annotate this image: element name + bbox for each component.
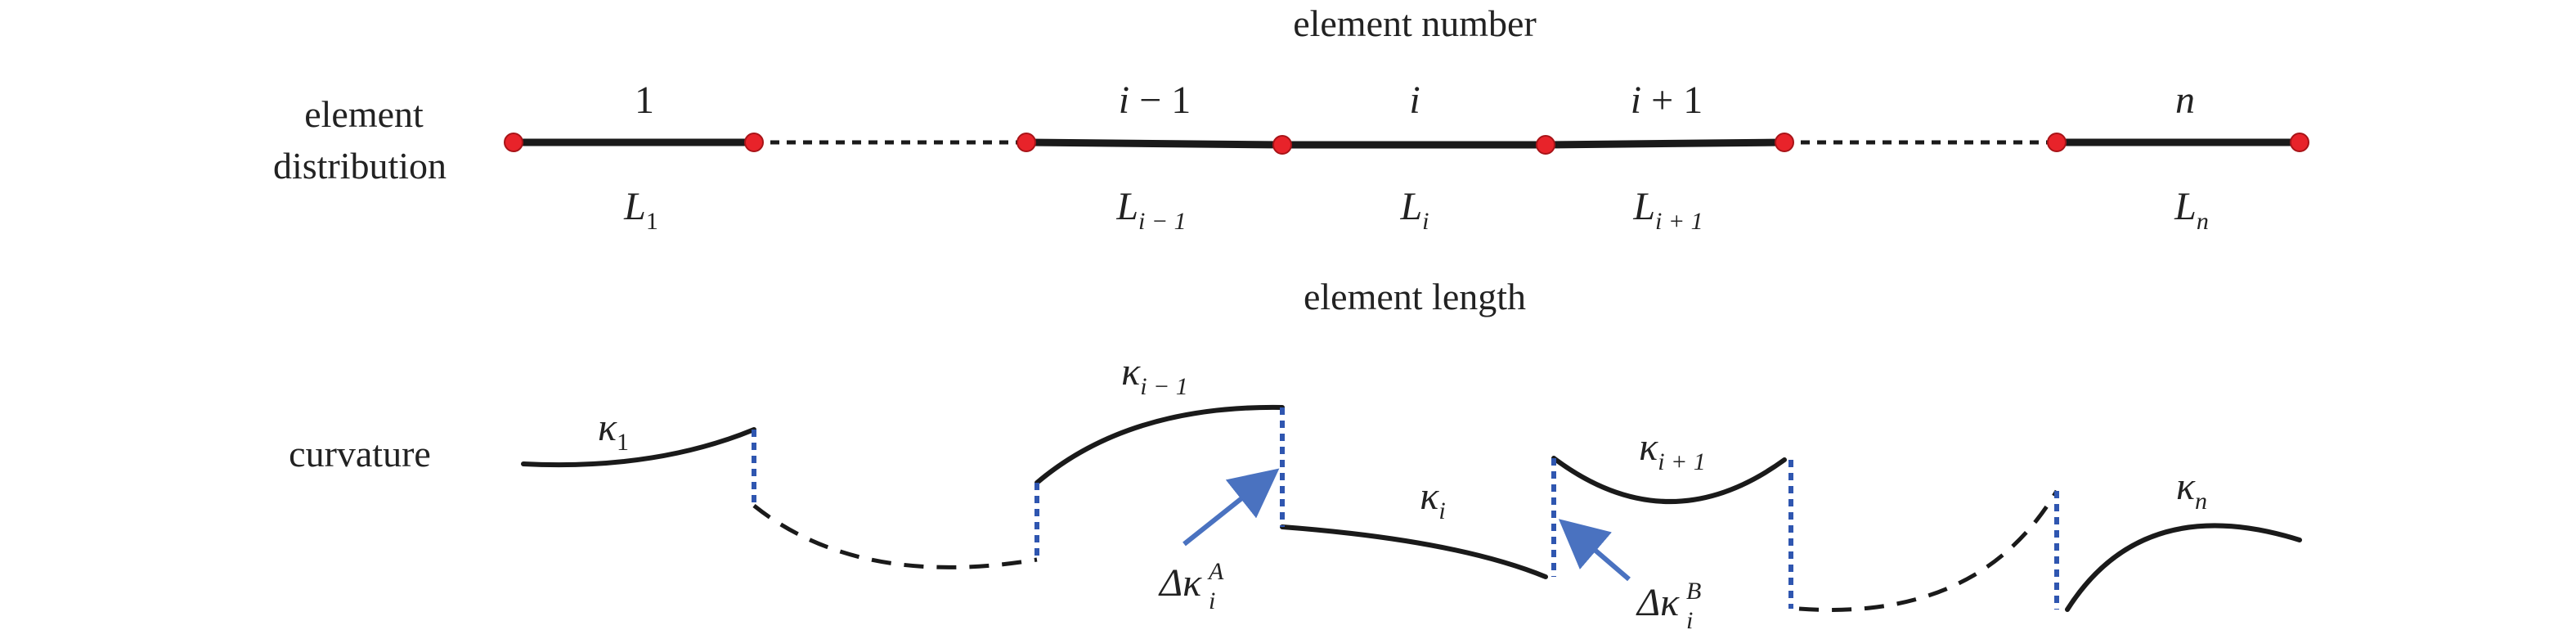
curvature-symbol: κ xyxy=(598,406,617,449)
curvature-label-n: κn xyxy=(2176,465,2207,515)
curvature-gap-left xyxy=(752,504,1038,569)
curvature-curve-n xyxy=(2065,523,2302,612)
curvature-subscript: i − 1 xyxy=(1140,373,1188,400)
element-number-i+1-op: + 1 xyxy=(1641,79,1703,122)
node xyxy=(1016,133,1036,152)
element-segment-i-1 xyxy=(1025,138,1283,149)
node xyxy=(1775,133,1794,152)
curvature-gap-right xyxy=(1798,489,2059,612)
curvature-jumps xyxy=(752,407,2059,610)
node xyxy=(2047,133,2067,152)
jump-label-b: Δκ B i xyxy=(1636,578,1701,634)
jump-arrows xyxy=(1183,468,1631,582)
jump-label-a-sup: A xyxy=(1207,558,1224,585)
element-number-i-1-op: − 1 xyxy=(1129,79,1191,122)
jump-delta: Δκ xyxy=(1636,581,1680,624)
element-number-i+1-var: i xyxy=(1631,79,1641,122)
jump-label-a-main: Δκ xyxy=(1158,561,1202,605)
curvature-symbol: κ xyxy=(1420,475,1439,518)
jump-label-b-main: Δκ xyxy=(1636,581,1680,624)
curvature-curve-i xyxy=(1280,524,1548,579)
jump-label-a: Δκ A i xyxy=(1158,558,1224,614)
node xyxy=(2290,133,2309,152)
curvature-label-i: κi xyxy=(1420,475,1445,524)
curvature-subscript: 1 xyxy=(617,429,629,456)
element-number-i: i xyxy=(1409,79,1420,122)
length-label-i-1: Li − 1 xyxy=(1115,185,1186,235)
element-number-i-1: i − 1 xyxy=(1119,79,1191,122)
length-label-1: L1 xyxy=(623,185,658,235)
length-symbol: L xyxy=(2174,185,2197,228)
jump-label-a-sub: i xyxy=(1209,587,1215,614)
node xyxy=(744,133,764,152)
node xyxy=(1536,135,1555,155)
length-subscript: n xyxy=(2197,208,2209,235)
length-symbol: L xyxy=(1399,185,1422,228)
curvature-label-i+1: κi + 1 xyxy=(1639,425,1706,475)
node xyxy=(1272,135,1292,155)
element-distribution-line xyxy=(514,138,2300,149)
arrow-jump-a xyxy=(1183,468,1280,547)
curvature-symbol: κ xyxy=(1639,425,1658,469)
element-number-i-1-var: i xyxy=(1119,79,1129,122)
jump-label-b-sub: i xyxy=(1686,607,1693,634)
length-subscript: i + 1 xyxy=(1655,208,1703,235)
element-number-i+1: i + 1 xyxy=(1631,79,1703,122)
curvature-curve-1 xyxy=(521,427,756,468)
jump-label-b-sup: B xyxy=(1686,578,1701,605)
element-number-n: n xyxy=(2175,79,2195,122)
curvature-symbol: κ xyxy=(1121,350,1141,394)
element-segment-i+1 xyxy=(1545,138,1785,149)
length-label-i: Li xyxy=(1399,185,1429,235)
curvature-symbol: κ xyxy=(2176,465,2196,508)
length-subscript: i − 1 xyxy=(1138,208,1187,235)
length-symbol: L xyxy=(1632,185,1655,228)
length-symbol: L xyxy=(1115,185,1138,228)
curvature-curves xyxy=(521,404,2302,612)
curvature-curve-i+1 xyxy=(1551,456,1787,504)
arrow-jump-b xyxy=(1558,519,1631,582)
row-label-curvature: curvature xyxy=(289,433,431,475)
length-subscript: 1 xyxy=(646,208,658,235)
row-label-element: element xyxy=(304,93,424,135)
length-subscript: i xyxy=(1422,208,1429,235)
node xyxy=(504,133,523,152)
curvature-gap-curves xyxy=(752,489,2059,612)
curvature-label-i-1: κi − 1 xyxy=(1121,350,1188,400)
element-nodes xyxy=(504,133,2309,155)
title-element-length: element length xyxy=(1304,276,1526,317)
title-element-number: element number xyxy=(1293,2,1537,44)
row-label-distribution: distribution xyxy=(273,145,447,187)
jump-delta: Δκ xyxy=(1158,561,1202,605)
length-label-i+1: Li + 1 xyxy=(1632,185,1703,235)
curvature-curve-i-1 xyxy=(1034,404,1285,485)
curvature-subscript: n xyxy=(2195,488,2207,515)
curvature-subscript: i + 1 xyxy=(1658,448,1706,475)
element-number-1: 1 xyxy=(635,79,654,122)
length-label-n: Ln xyxy=(2174,185,2209,235)
length-symbol: L xyxy=(623,185,646,228)
curvature-label-1: κ1 xyxy=(598,406,629,456)
curvature-subscript: i xyxy=(1438,497,1445,524)
